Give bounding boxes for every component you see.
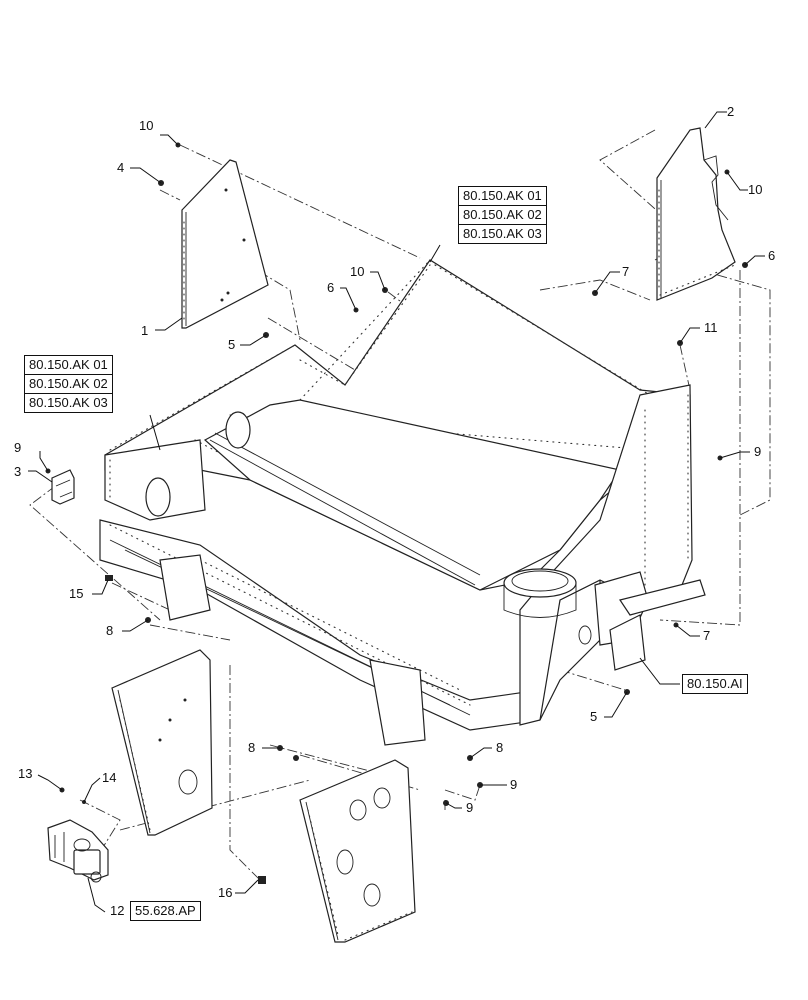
reference-link[interactable]: 80.150.AK 03 (463, 226, 542, 241)
callout-15: 15 (69, 586, 83, 601)
callout-16: 16 (218, 885, 232, 900)
callout-13: 13 (18, 766, 32, 781)
leader-lines (28, 111, 765, 913)
reference-group-left: 80.150.AK 01 80.150.AK 02 80.150.AK 03 (24, 355, 113, 413)
reference-link-bottom[interactable]: 55.628.AP (130, 901, 201, 921)
callout-1: 1 (141, 323, 148, 338)
reference-link[interactable]: 80.150.AK 01 (25, 356, 112, 375)
callout-7: 7 (703, 628, 710, 643)
callout-9: 9 (754, 444, 761, 459)
reference-link[interactable]: 80.150.AK 02 (25, 375, 112, 394)
callout-6: 6 (768, 248, 775, 263)
callout-5: 5 (590, 709, 597, 724)
leg-plate-left (111, 649, 213, 836)
callout-10: 10 (350, 264, 364, 279)
reference-link[interactable]: 80.150.AK 01 (459, 187, 546, 206)
callout-8: 8 (496, 740, 503, 755)
callout-10: 10 (748, 182, 762, 197)
leg-plate-center (299, 759, 416, 943)
callout-8: 8 (248, 740, 255, 755)
callout-9: 9 (510, 777, 517, 792)
assembly-lines (29, 129, 771, 881)
callout-7: 7 (622, 264, 629, 279)
small-bracket (51, 469, 75, 505)
callout-9: 9 (14, 440, 21, 455)
callout-numbers: 10 4 1 2 10 10 6 5 6 7 11 9 9 3 15 8 7 5… (14, 104, 775, 918)
callout-11: 11 (704, 320, 718, 335)
main-housing (99, 259, 706, 746)
callout-8: 8 (106, 623, 113, 638)
callout-6: 6 (327, 280, 334, 295)
sensor-assembly (47, 819, 109, 883)
callout-3: 3 (14, 464, 21, 479)
reference-link-right[interactable]: 80.150.AI (682, 674, 748, 694)
callout-5: 5 (228, 337, 235, 352)
side-plate-left (181, 159, 269, 329)
callout-9: 9 (466, 800, 473, 815)
callout-10: 10 (139, 118, 153, 133)
callout-14: 14 (102, 770, 116, 785)
reference-link[interactable]: 80.150.AK 02 (459, 206, 546, 225)
callout-2: 2 (727, 104, 734, 119)
reference-link[interactable]: 80.150.AK 03 (29, 395, 108, 410)
callout-4: 4 (117, 160, 124, 175)
reference-group-top: 80.150.AK 01 80.150.AK 02 80.150.AK 03 (458, 186, 547, 244)
callout-12: 12 (110, 903, 124, 918)
side-plate-right (656, 127, 736, 301)
